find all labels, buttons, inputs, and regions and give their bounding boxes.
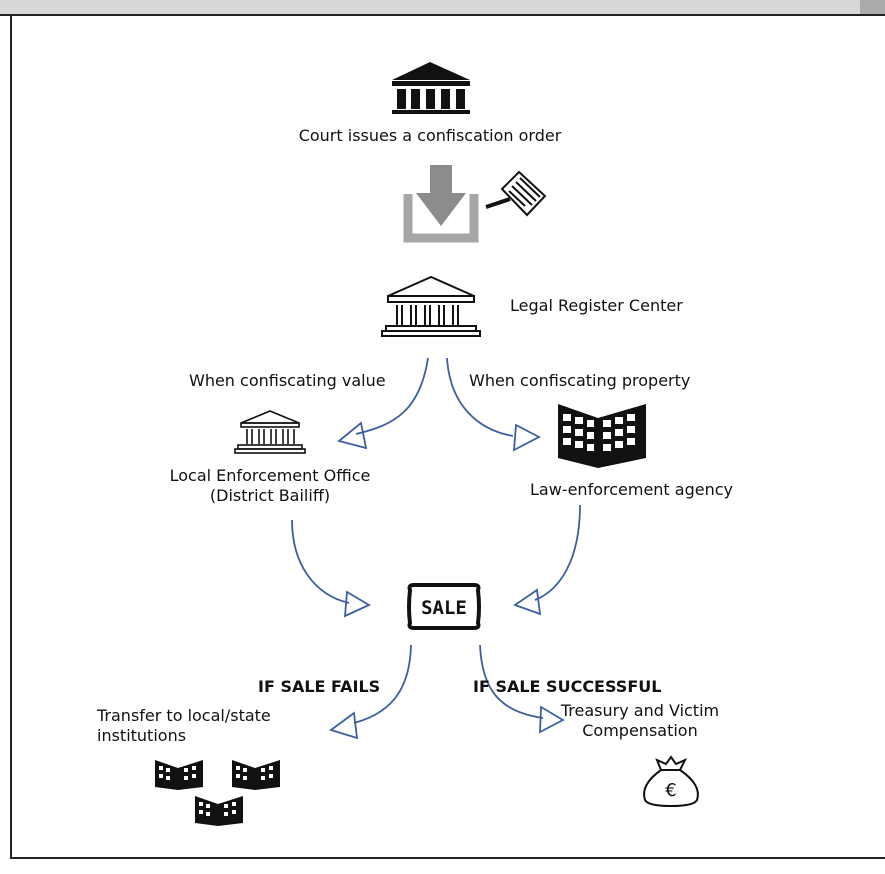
transfer-label: Transfer to local/state institutions [97,706,271,746]
agency-building-icon [558,404,646,468]
arrow-sale-to-transfer [329,644,412,740]
arrow-to-local-office [337,357,429,450]
transfer-line2: institutions [97,726,187,745]
document-pen-icon [485,170,547,217]
treasury-label: Treasury and Victim Compensation [560,701,720,741]
sale-successful-heading: IF SALE SUCCESSFUL [473,677,662,696]
arrow-sale-to-treasury [479,644,565,734]
sale-fails-heading: IF SALE FAILS [258,677,381,696]
property-branch-label: When confiscating property [469,371,691,390]
sale-sign-text: SALE [421,597,467,619]
money-bag-icon: € [643,755,699,808]
diagram-frame [10,14,885,859]
institution-building-icon [232,760,280,790]
transfer-line1: Transfer to local/state [97,706,271,725]
top-bar [0,0,885,16]
arrow-to-agency [446,357,541,452]
top-bar-shade [860,0,885,14]
value-branch-label: When confiscating value [189,371,386,390]
arrow-local-to-sale [291,519,371,618]
institution-building-icon [195,796,243,826]
register-building-icon [381,275,481,337]
register-center-label: Legal Register Center [510,296,683,315]
treasury-line1: Treasury and Victim [560,701,720,720]
euro-symbol: € [665,780,676,801]
institution-building-icon [155,760,203,790]
local-office-line2: (District Bailiff) [209,486,331,505]
local-office-line1: Local Enforcement Office [169,466,371,485]
treasury-line2: Compensation [582,721,698,740]
local-office-building-icon [234,410,306,454]
agency-label: Law-enforcement agency [530,480,733,499]
local-office-label: Local Enforcement Office (District Baili… [140,466,400,506]
court-order-label: Court issues a confiscation order [298,126,562,145]
download-arrow-icon [403,165,479,243]
arrow-agency-to-sale [513,504,581,616]
sale-sign-icon: SALE [407,583,481,630]
court-building-icon [392,62,470,114]
